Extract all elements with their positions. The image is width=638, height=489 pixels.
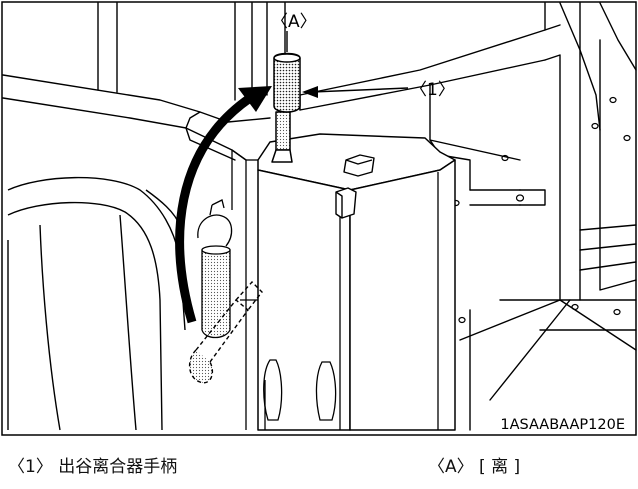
motion-arrow [175,86,272,324]
cab-frame-posts [97,2,637,131]
right-framework [429,2,637,431]
housing-edges [231,149,439,430]
callout-a-label: 〈A〉 [271,12,317,32]
legend-item-clutch-lever: 〈1〉 出谷离合器手柄 [8,452,177,478]
legend-key: 〈1〉 [8,457,53,477]
figure-code: 1ASAABAAP120E [500,417,625,433]
center-housing [257,133,456,431]
operator-seat [7,176,186,431]
clutch-lever [271,52,301,163]
legend-key: 〈A〉 [428,457,474,477]
legend-item-disengaged: 〈A〉 [ 离 ] [428,452,520,478]
callout-leader-1 [302,86,409,98]
clutch-lever-engaged-ghost [189,280,263,384]
callout-1-label: 〈1〉 [410,80,455,100]
legend-text: 出谷离合器手柄 [58,457,178,477]
dashboard-beam [2,2,561,301]
pedals [263,359,337,430]
legend-text: [ 离 ] [479,457,521,477]
dashboard-switches [335,154,375,219]
